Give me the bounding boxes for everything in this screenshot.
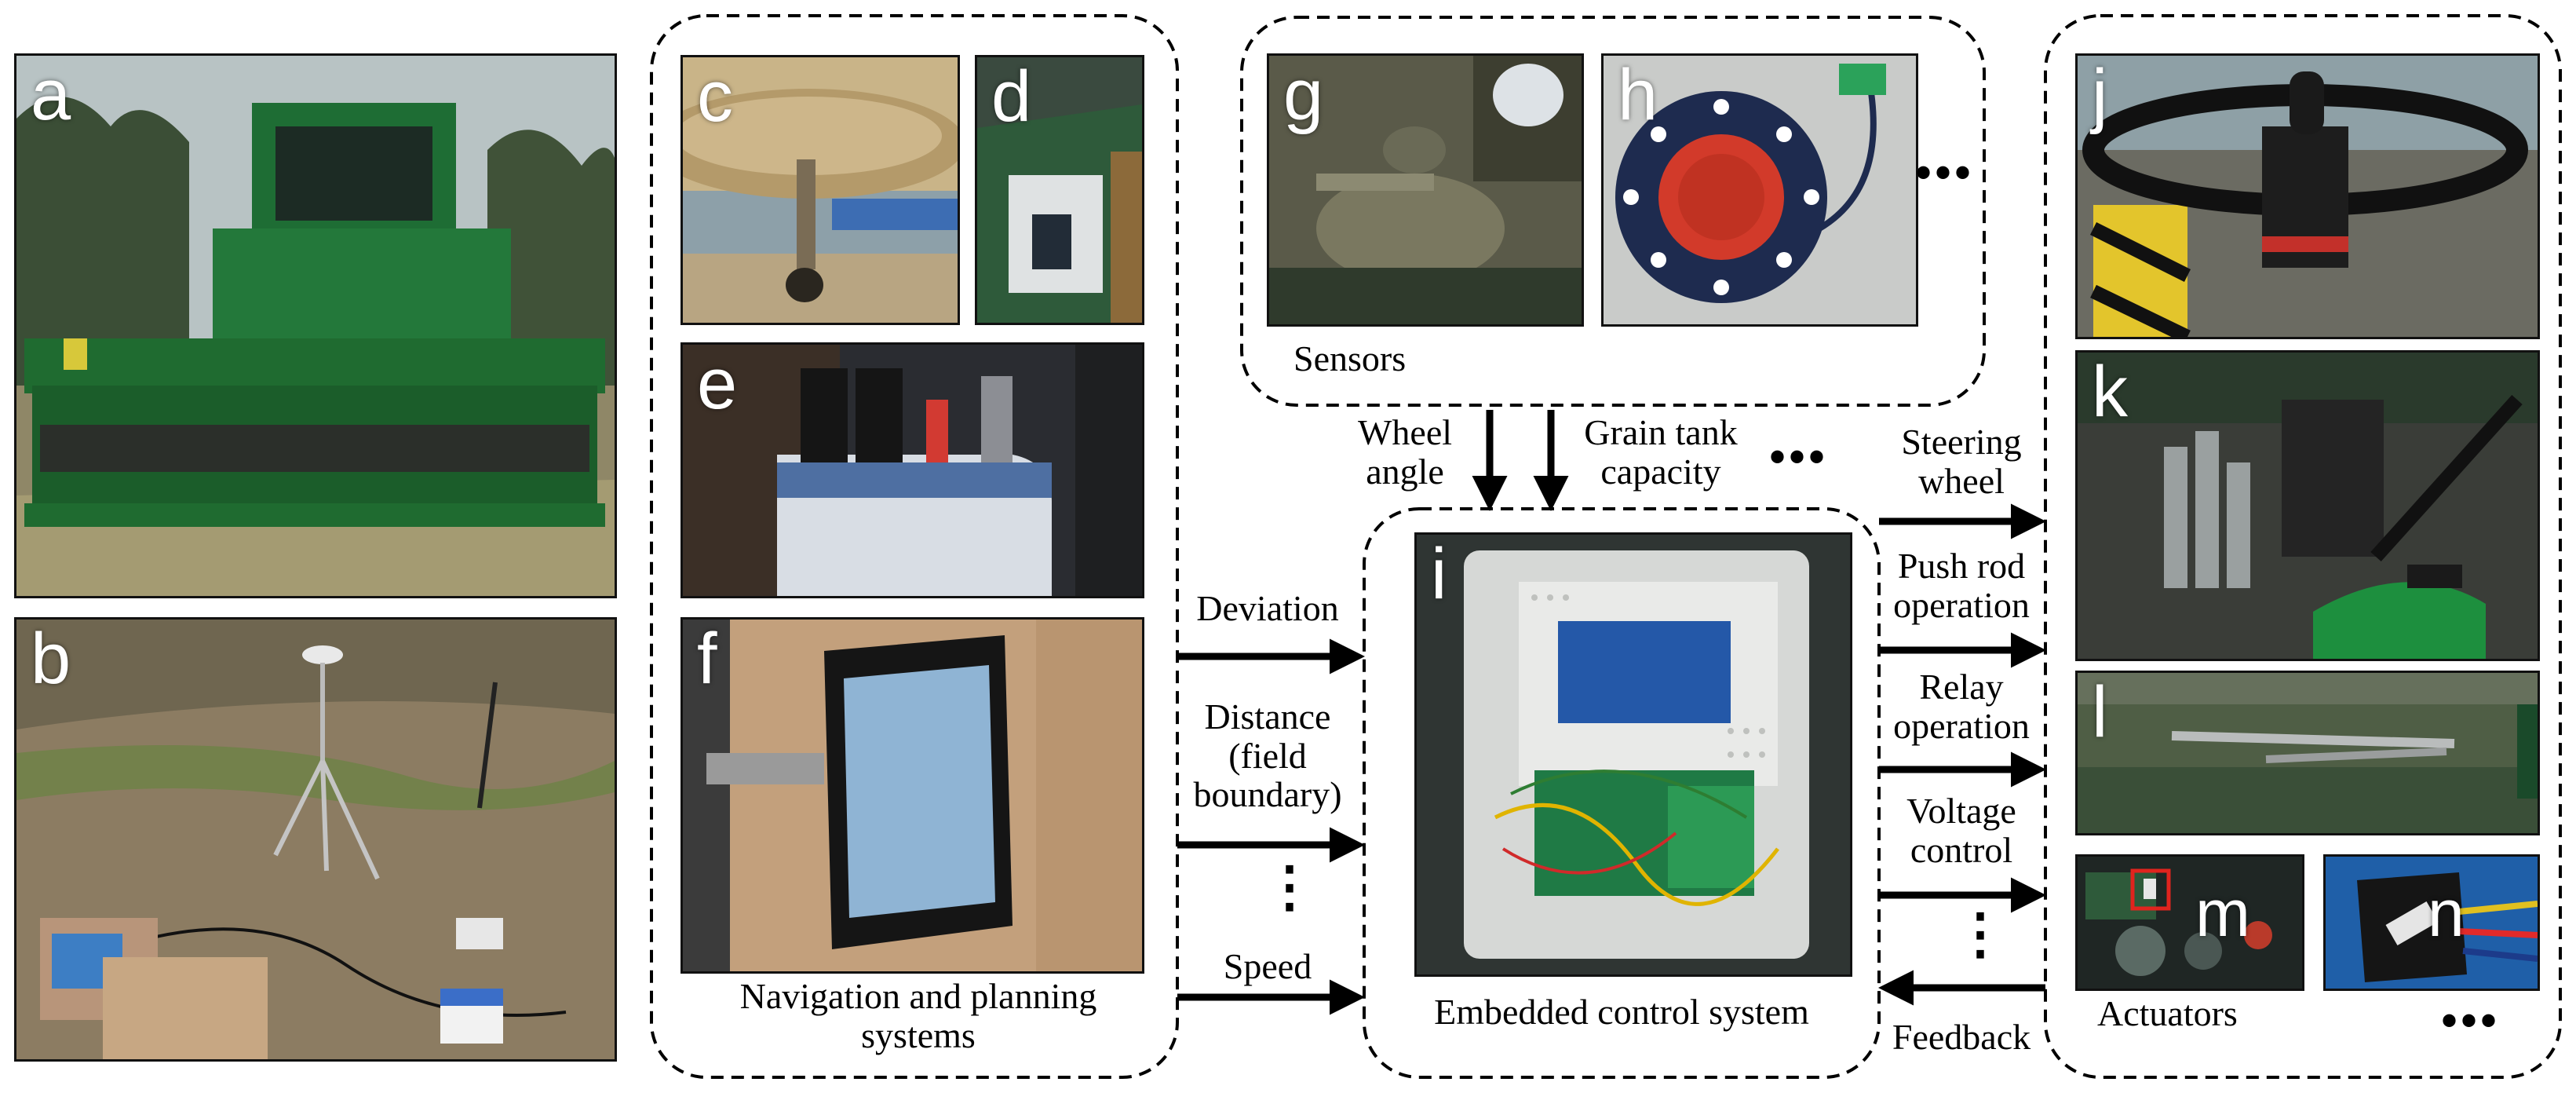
panel-label-j: j: [2092, 55, 2108, 135]
panel-label-g: g: [1283, 55, 1324, 135]
ellipsis-sensors: •••: [1915, 147, 1975, 199]
label-push-rod-line1: Push rod: [1897, 546, 2026, 586]
label-grain-tank-line1: Grain tank: [1584, 412, 1738, 452]
label-grain-tank-line2: capacity: [1600, 451, 1721, 492]
panel-label-a: a: [31, 55, 71, 135]
panel-label-f: f: [697, 619, 717, 699]
photo-navigation-tablet: f: [680, 617, 1144, 974]
vertical-ellipsis-navigation: ⋮: [1262, 857, 1317, 918]
photo-linear-actuator: l: [2075, 671, 2540, 835]
label-voltage-line1: Voltage: [1906, 791, 2016, 831]
label-distance: Distance (field boundary): [1185, 697, 1350, 814]
label-relay-line1: Relay: [1919, 667, 2004, 707]
label-wheel-angle-line2: angle: [1366, 451, 1444, 492]
steering-wheel-image: [2078, 56, 2538, 337]
ellipsis-signals: •••: [1769, 431, 1829, 483]
label-grain-tank: Grain tank capacity: [1567, 413, 1755, 491]
panel-label-b: b: [31, 619, 71, 699]
caption-sensors: Sensors: [1293, 338, 1407, 378]
base-station-image: [16, 620, 615, 1059]
label-voltage-line2: control: [1910, 829, 2013, 870]
photo-gnss-receiver: e: [680, 342, 1144, 598]
tablet-image: [683, 620, 1142, 971]
caption-actuators: Actuators: [2097, 993, 2238, 1033]
label-push-rod-line2: operation: [1893, 584, 2030, 625]
label-wheel-angle-line1: Wheel: [1357, 412, 1453, 452]
harvester-image: [16, 56, 615, 596]
label-push-rod: Push rod operation: [1879, 546, 2044, 624]
label-distance-line3: boundary): [1193, 774, 1342, 815]
label-steering-line2: wheel: [1918, 460, 2005, 501]
panel-label-e: e: [697, 344, 738, 424]
panel-label-h: h: [1618, 55, 1658, 135]
photo-harvester: a: [14, 53, 617, 598]
caption-navigation-line1: Navigation and planning: [739, 976, 1097, 1016]
panel-label-m: m: [2195, 876, 2250, 950]
vertical-ellipsis-actuators: ⋮: [1953, 905, 2008, 965]
photo-push-rods: k: [2075, 350, 2540, 661]
caption-embedded: Embedded control system: [1434, 992, 1809, 1032]
label-distance-line2: (field: [1228, 735, 1307, 776]
push-rods-image: [2078, 353, 2538, 659]
label-speed: Speed: [1223, 946, 1312, 986]
label-steering: Steering wheel: [1879, 422, 2044, 500]
photo-gnss-antenna: c: [680, 55, 960, 325]
control-box-image: [1417, 535, 1850, 974]
photo-dashboard: m: [2075, 854, 2304, 991]
dashboard-image: [2078, 857, 2302, 989]
panel-label-l: l: [2092, 672, 2108, 752]
caption-navigation-line2: systems: [861, 1014, 976, 1055]
panel-label-k: k: [2092, 352, 2128, 432]
label-feedback: Feedback: [1892, 1017, 2031, 1057]
caption-navigation: Navigation and planning systems: [691, 977, 1146, 1055]
linear-actuator-image: [2078, 673, 2538, 833]
photo-relay-module: n: [2323, 854, 2540, 991]
label-wheel-angle: Wheel angle: [1334, 413, 1476, 491]
label-steering-line1: Steering: [1901, 422, 2022, 462]
panel-label-c: c: [697, 57, 733, 137]
label-relay-line2: operation: [1893, 705, 2030, 746]
photo-control-box: i: [1414, 532, 1852, 977]
photo-receiver-unit: d: [975, 55, 1144, 325]
label-relay: Relay operation: [1879, 667, 2044, 745]
label-deviation: Deviation: [1196, 588, 1339, 628]
photo-grain-tank-sensor: h: [1601, 53, 1918, 327]
label-voltage: Voltage control: [1879, 791, 2044, 869]
photo-wheel-angle-sensor: g: [1267, 53, 1584, 327]
ellipsis-actuators: •••: [2441, 995, 2501, 1047]
photo-base-station: b: [14, 617, 617, 1062]
photo-steering-wheel: j: [2075, 53, 2540, 339]
label-distance-line1: Distance: [1204, 696, 1331, 737]
gnss-receiver-image: [683, 345, 1142, 596]
panel-label-n: n: [2428, 876, 2465, 950]
panel-label-d: d: [991, 57, 1032, 137]
panel-label-i: i: [1431, 534, 1447, 614]
